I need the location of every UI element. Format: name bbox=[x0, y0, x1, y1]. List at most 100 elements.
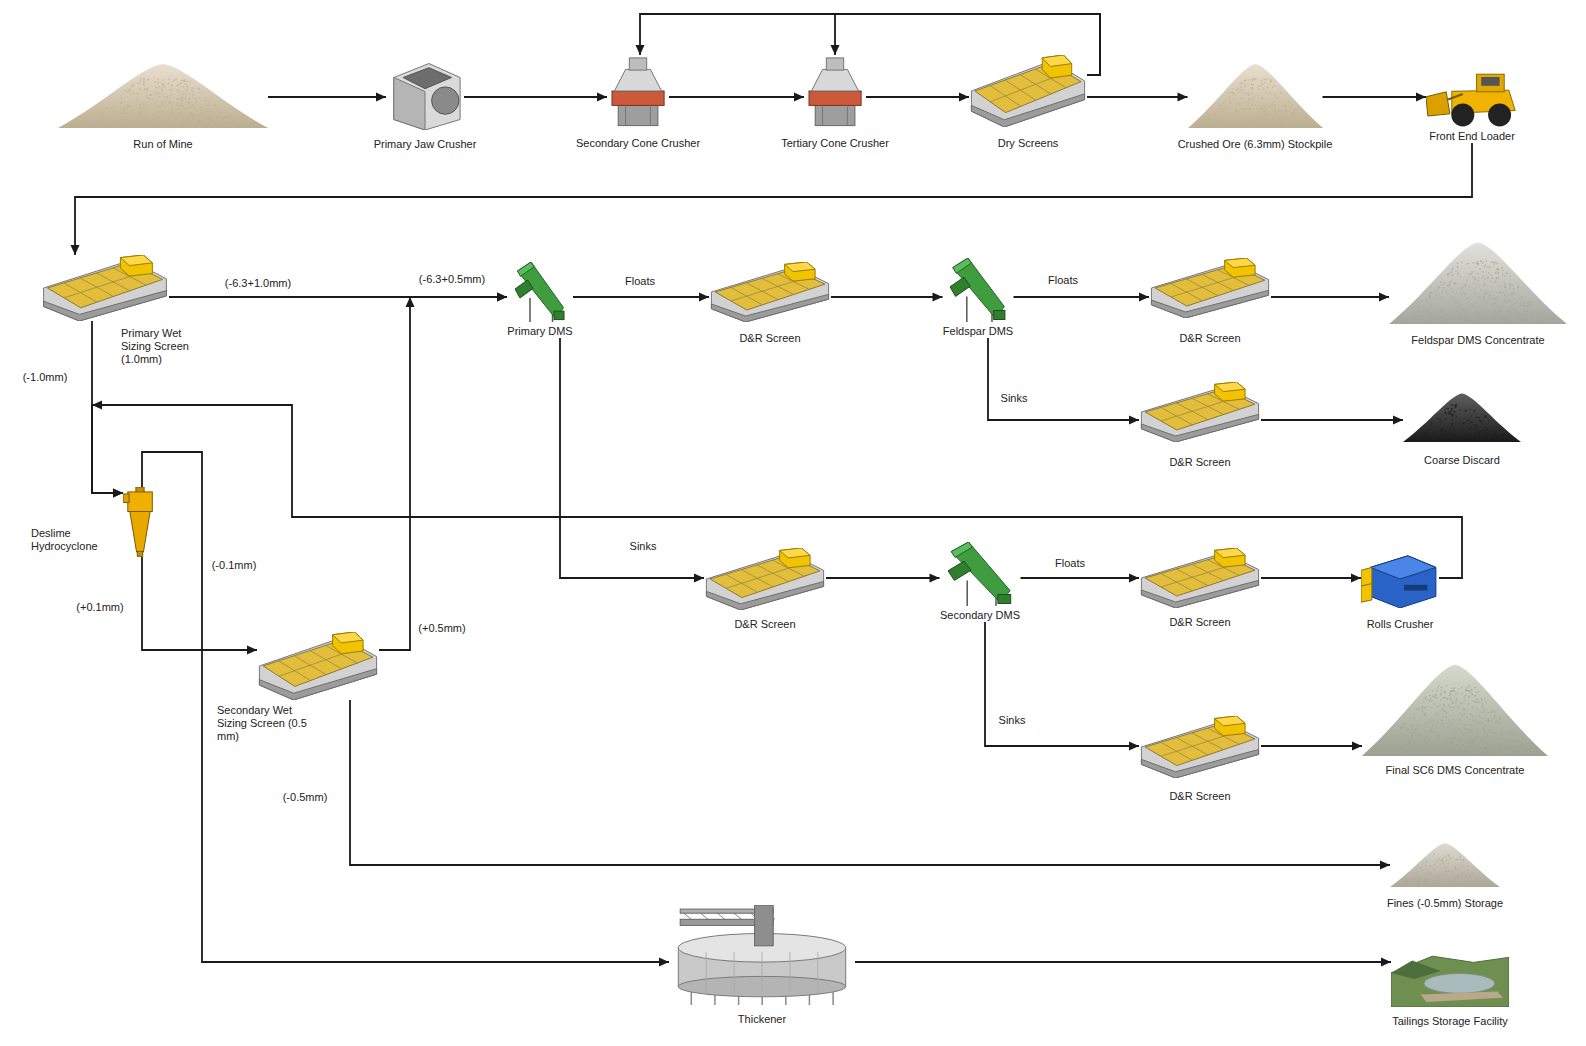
equipment-icon bbox=[704, 548, 826, 610]
equipment-icon bbox=[386, 60, 464, 130]
equipment-label: Secondary Wet Sizing Screen (0.5 mm) bbox=[217, 704, 309, 743]
flow-arrow bbox=[1021, 574, 1140, 583]
equipment-drawing bbox=[1149, 258, 1271, 318]
equipment-icon bbox=[1362, 662, 1548, 756]
equipment-label: Run of Mine bbox=[133, 138, 192, 151]
equipment-icon bbox=[1149, 258, 1271, 318]
flow-arrow bbox=[1261, 574, 1361, 583]
size-label: (-6.3+0.5mm) bbox=[417, 273, 487, 286]
equipment-drawing bbox=[257, 632, 379, 700]
equipment-node: Coarse Discard bbox=[1403, 392, 1521, 442]
stream-label: (+0.1mm) bbox=[74, 601, 125, 614]
equipment-icon bbox=[948, 542, 1012, 606]
equipment-drawing bbox=[1139, 382, 1261, 442]
equipment-drawing bbox=[1403, 392, 1521, 442]
equipment-node: D&R Screen bbox=[1139, 382, 1261, 442]
flow-arrow bbox=[1261, 416, 1403, 425]
equipment-label: Deslime Hydrocyclone bbox=[31, 527, 113, 553]
equipment-icon bbox=[1426, 72, 1518, 127]
equipment-icon bbox=[1391, 945, 1509, 1007]
flow-arrow bbox=[826, 574, 940, 583]
stream-label: Floats bbox=[1046, 274, 1080, 287]
equipment-icon bbox=[1390, 842, 1500, 887]
flow-arrow bbox=[1087, 93, 1188, 102]
equipment-node: Primary DMS bbox=[507, 262, 573, 338]
equipment-drawing bbox=[709, 262, 831, 322]
equipment-label: Coarse Discard bbox=[1424, 454, 1500, 467]
flow-arrow bbox=[855, 958, 1391, 967]
equipment-icon bbox=[804, 55, 866, 127]
equipment-label: Front End Loader bbox=[1426, 130, 1518, 143]
equipment-label: Secondary DMS bbox=[940, 609, 1021, 622]
equipment-icon bbox=[1139, 716, 1261, 778]
equipment-node: Crushed Ore (6.3mm) Stockpile bbox=[1188, 62, 1323, 128]
flow-arrow bbox=[560, 338, 704, 583]
flow-arrow bbox=[350, 700, 1390, 870]
equipment-icon bbox=[1188, 62, 1323, 128]
equipment-drawing bbox=[950, 258, 1006, 322]
equipment-drawing bbox=[1390, 842, 1500, 887]
stream-label: Sinks bbox=[997, 714, 1028, 727]
equipment-drawing bbox=[1391, 945, 1509, 1007]
stream-label: (-6.3+1.0mm) bbox=[223, 277, 293, 290]
equipment-drawing bbox=[1188, 62, 1323, 128]
flow-arrow bbox=[142, 452, 669, 967]
equipment-node: Front End Loader bbox=[1426, 72, 1518, 143]
equipment-node: Secondary Cone Crusher bbox=[607, 55, 669, 127]
equipment-label: Primary DMS bbox=[507, 325, 573, 338]
equipment-drawing bbox=[1139, 716, 1261, 778]
equipment-icon bbox=[950, 258, 1006, 322]
equipment-icon bbox=[1403, 392, 1521, 442]
stream-label: (-0.5mm) bbox=[281, 791, 330, 804]
equipment-node: Rolls Crusher bbox=[1361, 550, 1439, 608]
equipment-node: D&R Screen bbox=[1149, 258, 1271, 318]
equipment-node: Tertiary Cone Crusher bbox=[804, 55, 866, 127]
flow-arrow bbox=[464, 93, 607, 102]
stream-label: Sinks bbox=[628, 540, 659, 553]
equipment-icon bbox=[969, 55, 1087, 127]
equipment-icon bbox=[669, 905, 855, 1007]
equipment-icon bbox=[257, 632, 379, 700]
equipment-icon bbox=[1139, 382, 1261, 442]
equipment-label: Fines (-0.5mm) Storage bbox=[1387, 897, 1503, 910]
stream-label: Sinks bbox=[999, 392, 1030, 405]
equipment-label: D&R Screen bbox=[739, 332, 800, 345]
equipment-node: Run of Mine bbox=[58, 62, 268, 128]
flow-arrow bbox=[1014, 293, 1150, 302]
equipment-icon bbox=[1361, 550, 1439, 608]
equipment-drawing bbox=[804, 55, 866, 127]
equipment-drawing bbox=[58, 62, 268, 128]
equipment-node: D&R Screen bbox=[704, 548, 826, 610]
equipment-label: Primary Wet Sizing Screen (1.0mm) bbox=[121, 327, 203, 366]
flow-arrow bbox=[1271, 293, 1389, 302]
flow-arrow bbox=[142, 557, 257, 655]
equipment-node: Primary Wet Sizing Screen (1.0mm) bbox=[41, 255, 169, 321]
equipment-drawing bbox=[386, 60, 464, 130]
equipment-node: Fines (-0.5mm) Storage bbox=[1390, 842, 1500, 887]
flow-arrow bbox=[92, 401, 1462, 579]
equipment-label: Crushed Ore (6.3mm) Stockpile bbox=[1178, 138, 1333, 151]
equipment-node: Feldspar DMS bbox=[943, 258, 1014, 338]
equipment-label: D&R Screen bbox=[734, 618, 795, 631]
equipment-icon bbox=[1139, 548, 1261, 608]
equipment-label: Feldspar DMS Concentrate bbox=[1411, 334, 1544, 347]
stream-label: Floats bbox=[1053, 557, 1087, 570]
equipment-icon bbox=[58, 62, 268, 128]
equipment-drawing bbox=[1362, 662, 1548, 756]
flow-arrow bbox=[573, 293, 709, 302]
stream-label: (-0.1mm) bbox=[210, 559, 259, 572]
equipment-drawing bbox=[607, 55, 669, 127]
equipment-icon bbox=[1389, 240, 1567, 324]
flow-arrow bbox=[985, 622, 1139, 751]
equipment-icon bbox=[41, 255, 169, 321]
equipment-drawing bbox=[969, 55, 1087, 127]
equipment-drawing bbox=[704, 548, 826, 610]
equipment-drawing bbox=[515, 262, 565, 322]
flow-arrow bbox=[1261, 742, 1362, 751]
equipment-label: Dry Screens bbox=[998, 137, 1059, 150]
equipment-drawing bbox=[948, 542, 1012, 606]
stream-label: (-1.0mm) bbox=[21, 371, 70, 384]
equipment-node: Thickener bbox=[669, 905, 855, 1007]
flow-arrow bbox=[988, 338, 1139, 425]
stream-label: (+0.5mm) bbox=[416, 622, 467, 635]
